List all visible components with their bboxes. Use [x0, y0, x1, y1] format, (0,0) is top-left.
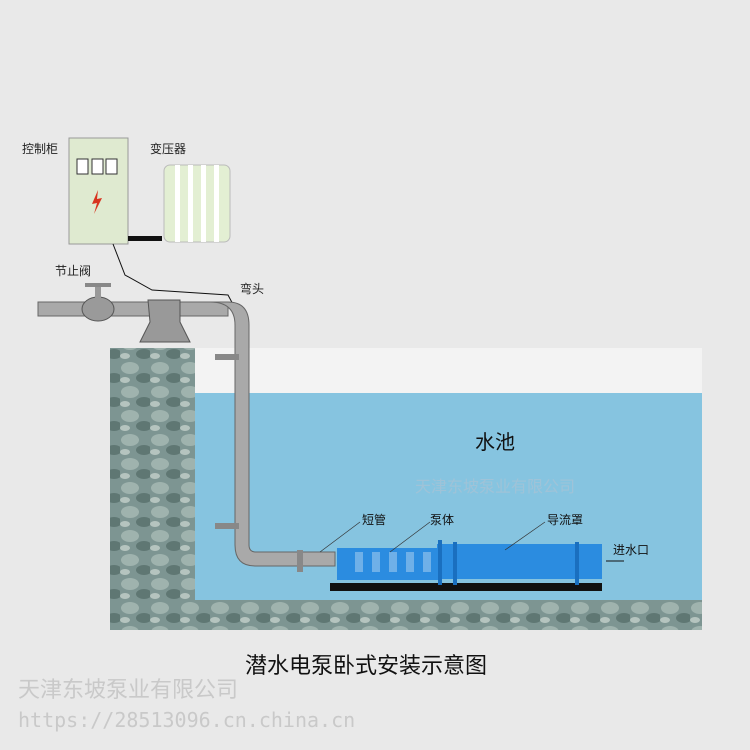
label-valve: 节止阀 [55, 264, 92, 278]
label-pool: 水池 [475, 430, 515, 454]
power-cable [112, 243, 237, 311]
submersible-pump [330, 540, 602, 591]
label-guide-shroud: 导流罩 [547, 513, 584, 527]
lightning-icon [92, 190, 102, 214]
label-transformer: 变压器 [150, 142, 187, 156]
label-control-cabinet: 控制柜 [22, 142, 59, 156]
label-elbow: 弯头 [240, 282, 265, 296]
elbow-pipe [209, 301, 336, 567]
stone-wall [110, 348, 195, 630]
stone-floor [110, 600, 702, 630]
label-water-inlet: 进水口 [613, 543, 650, 557]
watermark-company: 天津东坡泵业有限公司 [18, 678, 239, 703]
outlet-pipe [37, 301, 229, 317]
transformer [163, 164, 231, 243]
control-cabinet [68, 137, 129, 245]
watermark-company-inner: 天津东坡泵业有限公司 [415, 477, 576, 496]
watermark-url: https://28513096.cn.china.cn [18, 708, 356, 732]
diagram-title: 潜水电泵卧式安装示意图 [245, 654, 488, 679]
label-pump-body: 泵体 [430, 513, 455, 527]
label-short-pipe: 短管 [362, 513, 387, 527]
pump-base-pedestal [139, 299, 191, 343]
valve [81, 296, 115, 322]
